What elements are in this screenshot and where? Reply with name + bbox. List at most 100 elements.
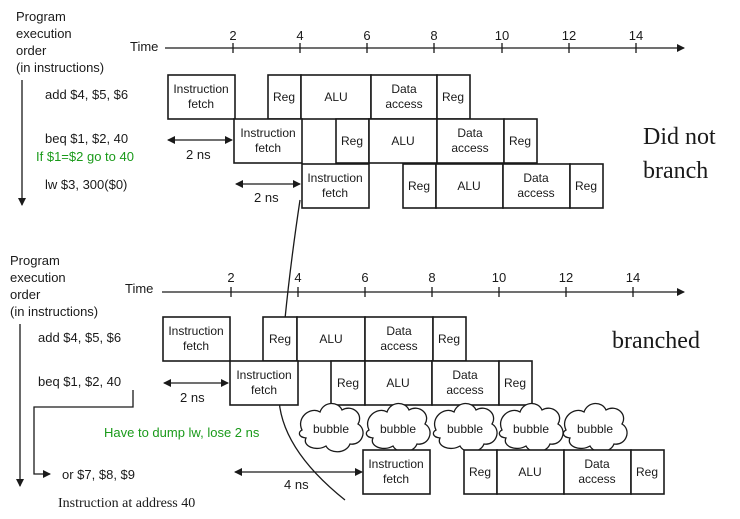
- bottom-order-label-line2: execution: [10, 270, 66, 285]
- top-instr-lw: lw $3, 300($0): [45, 177, 127, 192]
- stage-label: Instruction: [168, 324, 223, 338]
- top-row-beq: Instruction fetch Reg ALU Data access Re…: [233, 118, 538, 164]
- stage-box-reg: [402, 163, 437, 209]
- stage-box-reg: [503, 118, 538, 164]
- bubble-cloud: bubble: [432, 402, 498, 453]
- top-instr-add: add $4, $5, $6: [45, 87, 128, 102]
- stage-box-data: [436, 118, 505, 164]
- stage-label: ALU: [518, 465, 541, 479]
- top-instr-beq: beq $1, $2, 40: [45, 131, 128, 146]
- stage-label: ALU: [386, 376, 409, 390]
- bubble-shape: [365, 402, 431, 453]
- bubble-shape: [498, 402, 564, 453]
- stage-box-reg: [436, 74, 471, 120]
- bottom-time-label: Time: [125, 281, 153, 296]
- stage-label: fetch: [251, 383, 277, 397]
- bubble-shape: [298, 402, 364, 453]
- bubble-cloud: bubble: [298, 402, 364, 453]
- stage-box-data: [502, 163, 571, 209]
- bubble-label: bubble: [313, 422, 349, 436]
- top-time-label: Time: [130, 39, 158, 54]
- stage-label: access: [385, 97, 422, 111]
- stage-label: Instruction: [307, 171, 362, 185]
- bottom-outcome: branched: [612, 328, 700, 354]
- stage-box-fetch: [167, 74, 236, 120]
- stage-box-alu: [435, 163, 504, 209]
- stage-label: access: [517, 186, 554, 200]
- stage-box-reg: [267, 74, 302, 120]
- bottom-instr-add: add $4, $5, $6: [38, 330, 121, 345]
- bottom-tick-label: 12: [559, 270, 573, 285]
- bottom-tick-label: 8: [428, 270, 435, 285]
- stage-box-alu: [496, 449, 565, 495]
- stage-label: Data: [584, 457, 610, 471]
- top-ticks: 2 4 6 8 10 12 14: [229, 28, 643, 53]
- stage-box-fetch: [233, 118, 303, 164]
- stage-box-fetch: [162, 316, 231, 362]
- bubble-cloud: bubble: [498, 402, 564, 453]
- stage-label: Data: [386, 324, 412, 338]
- bottom-footer-note: Instruction at address 40: [58, 496, 195, 511]
- bottom-tick-label: 6: [361, 270, 368, 285]
- stage-box-data: [431, 360, 500, 406]
- stage-box-data: [370, 74, 438, 120]
- stage-box-reg: [498, 360, 533, 406]
- stage-label: Instruction: [173, 82, 228, 96]
- stage-box-reg: [335, 118, 370, 164]
- bottom-order-label-line4: (in instructions): [10, 304, 98, 319]
- stage-box-fetch: [362, 449, 431, 495]
- stage-label: fetch: [188, 97, 214, 111]
- top-delay-label-1: 2 ns: [186, 147, 211, 162]
- stage-label: Reg: [636, 465, 658, 479]
- stage-label: Instruction: [368, 457, 423, 471]
- stage-label: Reg: [469, 465, 491, 479]
- bubble-shape: [432, 402, 498, 453]
- top-tick-label: 12: [562, 28, 576, 43]
- top-row-add: Instruction fetch Reg ALU Data access Re…: [167, 74, 471, 120]
- bubble-cloud: bubble: [562, 402, 628, 453]
- stage-box-reg: [432, 316, 467, 362]
- stage-label: fetch: [255, 141, 281, 155]
- bottom-tick-label: 14: [626, 270, 640, 285]
- stage-label: Reg: [438, 332, 460, 346]
- stage-box-reg: [630, 449, 665, 495]
- stage-label: fetch: [322, 186, 348, 200]
- bottom-ticks: 2 4 6 8 10 12 14: [227, 270, 640, 297]
- stage-label: fetch: [383, 472, 409, 486]
- stage-label: access: [451, 141, 488, 155]
- stage-label: Reg: [337, 376, 359, 390]
- bottom-delay-label-1: 2 ns: [180, 390, 205, 405]
- stage-label: access: [578, 472, 615, 486]
- stage-label: fetch: [183, 339, 209, 353]
- top-order-label-line2: execution: [16, 26, 72, 41]
- bottom-row-or: Instruction fetch Reg ALU Data access Re…: [362, 449, 665, 495]
- top-outcome-line2: branch: [643, 158, 708, 184]
- stage-label: Instruction: [240, 126, 295, 140]
- top-delay-label-2: 2 ns: [254, 190, 279, 205]
- top-diagram: Program execution order (in instructions…: [16, 9, 716, 209]
- stage-label: Reg: [575, 179, 597, 193]
- stage-label: Data: [523, 171, 549, 185]
- stage-label: Reg: [509, 134, 531, 148]
- stage-label: Data: [457, 126, 483, 140]
- bubble-row: bubble bubble bubble bubble bubble: [298, 402, 628, 453]
- stage-label: ALU: [457, 179, 480, 193]
- bubble-cloud: bubble: [365, 402, 431, 453]
- stage-label: ALU: [324, 90, 347, 104]
- stage-box-reg: [330, 360, 366, 406]
- top-tick-label: 14: [629, 28, 643, 43]
- bottom-tick-label: 4: [294, 270, 301, 285]
- top-tick-label: 4: [296, 28, 303, 43]
- bubble-label: bubble: [513, 422, 549, 436]
- top-branch-note: If $1=$2 go to 40: [36, 149, 134, 164]
- bottom-instr-beq: beq $1, $2, 40: [38, 374, 121, 389]
- stage-label: Data: [452, 368, 478, 382]
- stage-label: Reg: [408, 179, 430, 193]
- stage-label: ALU: [319, 332, 342, 346]
- stage-label: Reg: [442, 90, 464, 104]
- bottom-tick-label: 2: [227, 270, 234, 285]
- bottom-dump-note: Have to dump lw, lose 2 ns: [104, 425, 260, 440]
- top-tick-label: 2: [229, 28, 236, 43]
